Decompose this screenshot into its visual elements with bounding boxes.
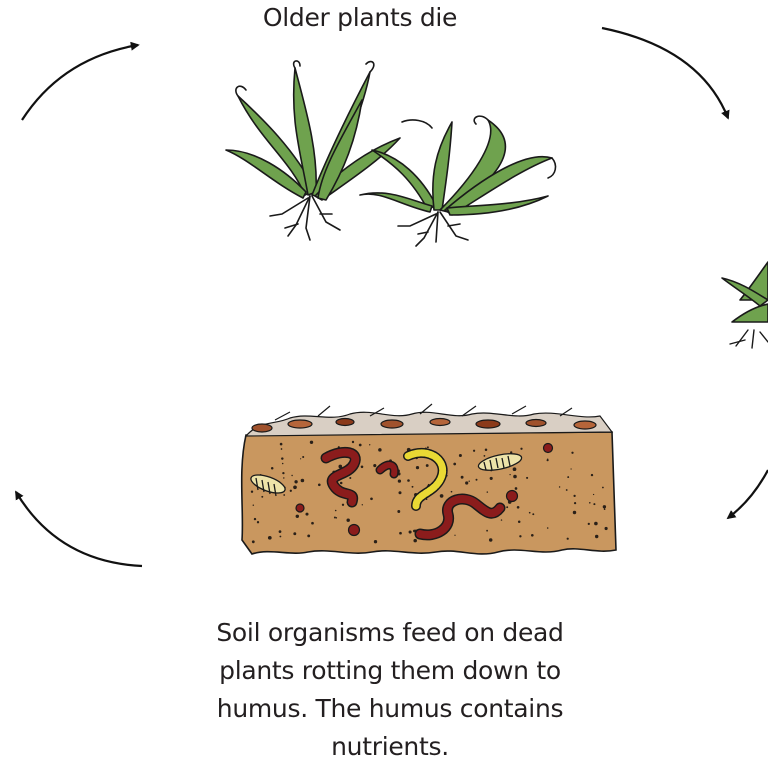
stage-label-line: Soil organisms feed on dead	[216, 618, 564, 647]
leaf-litter-layer	[244, 403, 614, 437]
stage-label-line: nutrients.	[331, 732, 449, 761]
soil-cross-section	[240, 403, 617, 555]
arrow-bottom-right	[726, 469, 768, 520]
arrow-bottom-left	[15, 490, 143, 568]
stage-label-line: humus. The humus contains	[216, 694, 564, 723]
stage-label-older-plants: Older plants die	[200, 0, 520, 37]
stage-label-line: plants rotting them down to	[219, 656, 561, 685]
arrow-top-left	[21, 41, 140, 121]
larva	[403, 447, 448, 511]
arrow-top-right	[601, 26, 730, 120]
beetles	[295, 442, 554, 537]
dying-plants-illustration	[225, 60, 557, 247]
cycle-arrows	[15, 26, 768, 568]
stage-label-soil-organisms: Soil organisms feed on dead plants rotti…	[180, 614, 600, 766]
earthworms	[320, 446, 506, 541]
stage-label-line: Older plants die	[262, 3, 458, 32]
grubs	[250, 453, 523, 497]
decaying-plant-partial	[721, 261, 768, 349]
